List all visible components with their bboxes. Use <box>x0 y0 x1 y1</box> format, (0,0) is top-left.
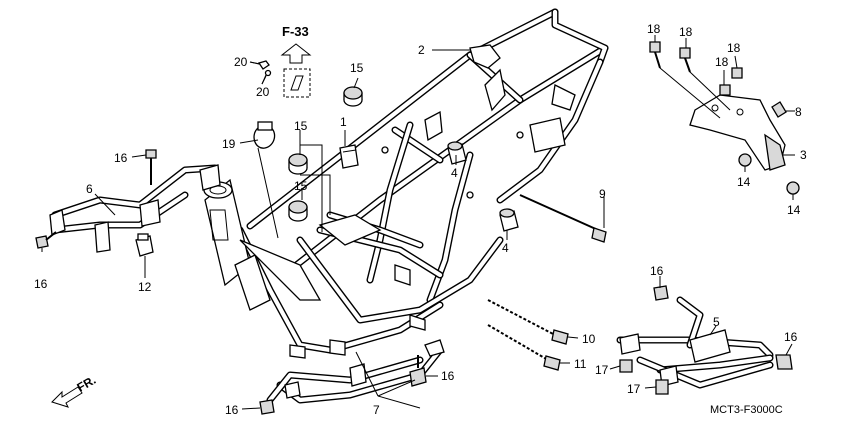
callout-16[interactable]: 16 <box>114 151 128 165</box>
reference-label: F-33 <box>282 24 309 39</box>
part-8-grommet[interactable] <box>771 101 787 118</box>
callout-16[interactable]: 16 <box>650 264 664 278</box>
callout-4[interactable]: 4 <box>451 166 458 180</box>
callout-17[interactable]: 17 <box>627 382 641 396</box>
callout-12[interactable]: 12 <box>138 280 152 294</box>
reference-f33[interactable]: F-33 <box>280 24 312 98</box>
part-14-nuts[interactable] <box>738 153 800 195</box>
bracket-icon <box>290 75 304 91</box>
callout-15[interactable]: 15 <box>350 61 364 75</box>
callout-14[interactable]: 14 <box>737 175 751 189</box>
callout-19[interactable]: 19 <box>222 137 236 151</box>
callout-18[interactable]: 18 <box>727 41 741 55</box>
callout-5[interactable]: 5 <box>713 315 720 329</box>
part-9-bolt[interactable] <box>519 194 607 243</box>
part-7-lower-bracket[interactable] <box>266 339 445 404</box>
callout-16[interactable]: 16 <box>441 369 455 383</box>
callout-16[interactable]: 16 <box>34 277 48 291</box>
part-15-bushing-top[interactable] <box>343 86 363 107</box>
part-17-bolt-upper[interactable] <box>619 359 633 373</box>
part-16-bolt-lower-left[interactable] <box>35 231 57 249</box>
up-arrow-icon <box>280 43 312 64</box>
part-16-bolt-stand-top[interactable] <box>653 285 669 301</box>
callout-11[interactable]: 11 <box>574 357 587 371</box>
part-10-bolt[interactable] <box>487 299 569 345</box>
reference-box-icon <box>283 68 311 98</box>
callout-18[interactable]: 18 <box>679 25 693 39</box>
callout-20[interactable]: 20 <box>234 55 248 69</box>
part-20-clip[interactable] <box>249 60 272 85</box>
callout-7[interactable]: 7 <box>373 403 380 417</box>
callout-1[interactable]: 1 <box>340 115 347 129</box>
arrow-left-icon <box>51 386 83 408</box>
part-5-stand-bracket[interactable] <box>616 296 774 389</box>
front-direction-indicator: FR. <box>51 373 99 408</box>
part-4-collar-lower[interactable] <box>499 208 519 232</box>
callout-4[interactable]: 4 <box>502 241 509 255</box>
callout-18[interactable]: 18 <box>647 22 661 36</box>
callout-15[interactable]: 15 <box>294 119 308 133</box>
callout-15[interactable]: 15 <box>294 179 308 193</box>
callout-14[interactable]: 14 <box>787 203 801 217</box>
part-15-bushing-low[interactable] <box>288 200 308 222</box>
callout-16[interactable]: 16 <box>225 403 239 417</box>
diagram-code: MCT3-F3000C <box>710 404 783 416</box>
part-19-clamp[interactable] <box>253 121 276 149</box>
part-4-collar-upper[interactable] <box>447 141 467 165</box>
callout-6[interactable]: 6 <box>86 182 93 196</box>
part-12-clip[interactable] <box>135 233 154 257</box>
part-18-bolts[interactable] <box>649 41 743 96</box>
part-16-bolt-upper-left[interactable] <box>145 149 157 185</box>
callout-9[interactable]: 9 <box>599 187 606 201</box>
part-17-bolt-lower[interactable] <box>655 379 669 395</box>
callout-10[interactable]: 10 <box>582 332 596 346</box>
direction-label: FR. <box>75 373 99 395</box>
callout-2[interactable]: 2 <box>418 43 425 57</box>
callout-3[interactable]: 3 <box>800 148 807 162</box>
callout-18[interactable]: 18 <box>715 55 729 69</box>
part-11-bolt[interactable] <box>487 324 561 371</box>
part-15-bushing-mid[interactable] <box>288 153 308 175</box>
part-3-bracket[interactable] <box>689 94 786 171</box>
part-6-front-bracket[interactable] <box>49 164 221 253</box>
callout-17[interactable]: 17 <box>595 363 609 377</box>
steering-head[interactable] <box>203 178 322 311</box>
part-16-bolt-bottom-left[interactable] <box>259 399 275 415</box>
part-1-clip[interactable] <box>339 144 359 169</box>
callouts: 20 20 2 15 1 15 15 19 16 6 16 12 4 4 9 1… <box>34 22 807 417</box>
callout-20[interactable]: 20 <box>256 85 270 99</box>
leader-lines <box>41 35 795 410</box>
part-16-bolt-stand-right[interactable] <box>775 354 793 370</box>
callout-16[interactable]: 16 <box>784 330 798 344</box>
callout-8[interactable]: 8 <box>795 105 802 119</box>
